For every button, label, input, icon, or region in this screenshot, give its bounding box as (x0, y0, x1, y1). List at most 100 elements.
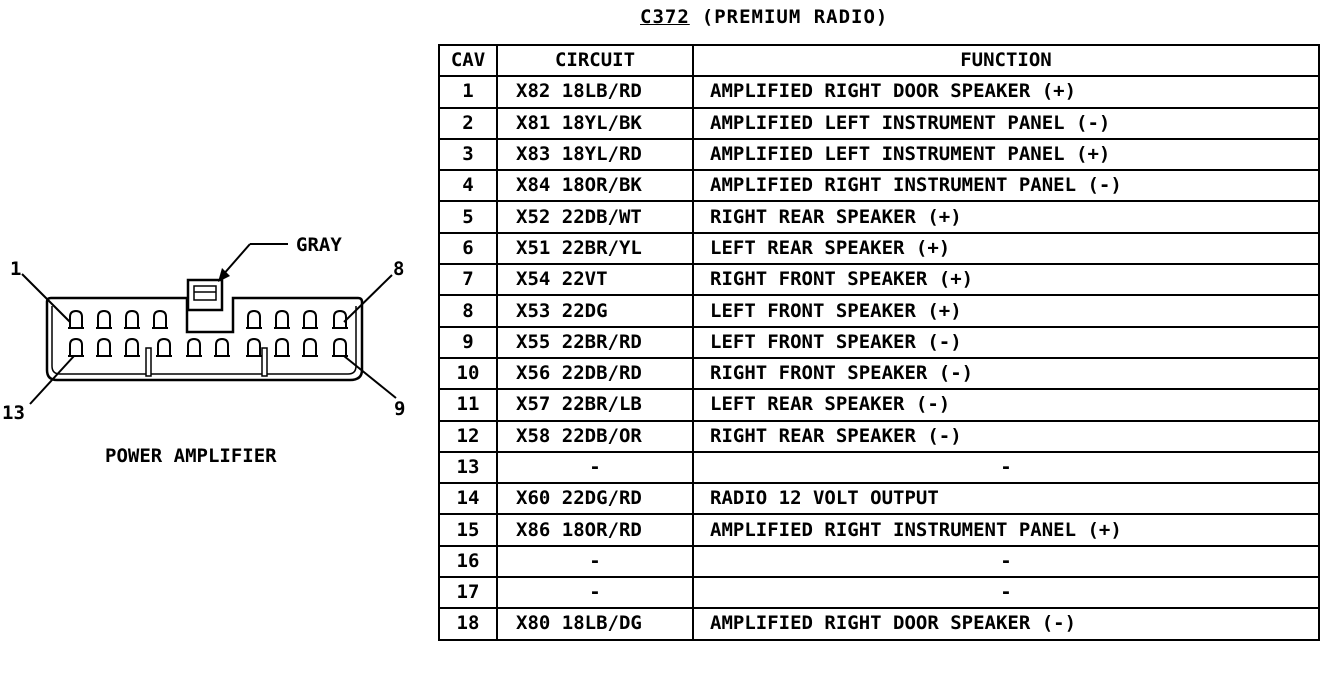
circuit-cell: X83 18YL/RD (496, 137, 694, 172)
cav-cell: 3 (438, 137, 498, 172)
key-post-right (261, 347, 268, 377)
gray-label: GRAY (296, 234, 342, 256)
cav-cell: 7 (438, 263, 498, 297)
cav-cell: 18 (438, 607, 498, 641)
pin-cavity (186, 337, 202, 357)
pin-cavity (274, 309, 290, 329)
pin-cavity (156, 337, 172, 357)
function-cell: AMPLIFIED RIGHT INSTRUMENT PANEL (-) (692, 169, 1320, 203)
function-cell: - (692, 544, 1320, 579)
pin-8-label: 8 (393, 258, 404, 280)
circuit-cell: X56 22DB/RD (496, 356, 694, 391)
circuit-cell: X58 22DB/OR (496, 419, 694, 453)
cav-cell: 10 (438, 356, 498, 391)
circuit-cell: X57 22BR/LB (496, 388, 694, 422)
circuit-cell: X84 18OR/BK (496, 169, 694, 203)
cav-cell: 16 (438, 544, 498, 579)
table-row: 17-- (438, 576, 1320, 610)
circuit-cell: - (496, 544, 694, 579)
pin-cavity (302, 337, 318, 357)
pin-cavities (68, 309, 348, 357)
circuit-cell: X51 22BR/YL (496, 231, 694, 266)
pin-cavity (96, 337, 112, 357)
gray-arrowhead (218, 268, 230, 282)
cav-cell: 13 (438, 450, 498, 485)
circuit-cell: X54 22VT (496, 263, 694, 297)
function-cell: RADIO 12 VOLT OUTPUT (692, 482, 1320, 516)
circuit-cell: X60 22DG/RD (496, 482, 694, 516)
component-label: POWER AMPLIFIER (105, 445, 277, 467)
connector-description: (PREMIUM RADIO) (701, 6, 889, 28)
cav-cell: 2 (438, 106, 498, 140)
cav-cell: 11 (438, 388, 498, 422)
table-header-row: CAV CIRCUIT FUNCTION (438, 43, 1320, 78)
pin-cavity (246, 337, 262, 357)
cav-cell: 17 (438, 576, 498, 610)
cav-header: CAV (438, 43, 498, 78)
cav-cell: 8 (438, 294, 498, 328)
key-post-left (145, 347, 152, 377)
circuit-cell: X52 22DB/WT (496, 200, 694, 234)
connector-code: C372 (640, 6, 690, 28)
circuit-cell: X82 18LB/RD (496, 75, 694, 109)
pin-cavity (332, 337, 348, 357)
cav-cell: 15 (438, 513, 498, 547)
function-cell: RIGHT REAR SPEAKER (+) (692, 200, 1320, 234)
cav-cell: 14 (438, 482, 498, 516)
pin-cavity (152, 309, 168, 329)
pin-cavity (302, 309, 318, 329)
pin-1-label: 1 (10, 258, 21, 280)
connector-diagram: GRAY 1 8 13 9 POWER AMPLIFIER (2, 234, 405, 467)
table-row: 16-- (438, 544, 1320, 579)
pin-cavity (124, 337, 140, 357)
function-cell: AMPLIFIED RIGHT INSTRUMENT PANEL (+) (692, 513, 1320, 547)
connector-body-inner (51, 306, 357, 375)
cav-cell: 9 (438, 325, 498, 359)
function-cell: AMPLIFIED LEFT INSTRUMENT PANEL (-) (692, 106, 1320, 140)
pin-cavity (274, 337, 290, 357)
function-cell: RIGHT FRONT SPEAKER (+) (692, 263, 1320, 297)
pin-cavity (96, 309, 112, 329)
circuit-cell: - (496, 450, 694, 485)
function-cell: AMPLIFIED RIGHT DOOR SPEAKER (-) (692, 607, 1320, 641)
function-cell: RIGHT FRONT SPEAKER (-) (692, 356, 1320, 391)
gray-lock-tab (186, 278, 224, 312)
connector-title: C372 (PREMIUM RADIO) (640, 6, 888, 28)
function-cell: - (692, 450, 1320, 485)
pin-cavity (214, 337, 230, 357)
function-cell: LEFT REAR SPEAKER (+) (692, 231, 1320, 266)
circuit-cell: X81 18YL/BK (496, 106, 694, 140)
circuit-cell: X53 22DG (496, 294, 694, 328)
function-cell: LEFT FRONT SPEAKER (-) (692, 325, 1320, 359)
cav-cell: 4 (438, 169, 498, 203)
function-cell: AMPLIFIED LEFT INSTRUMENT PANEL (+) (692, 137, 1320, 172)
pin-cavity (124, 309, 140, 329)
pin-13-label: 13 (2, 402, 25, 424)
cav-cell: 5 (438, 200, 498, 234)
circuit-header: CIRCUIT (496, 43, 694, 78)
function-cell: LEFT FRONT SPEAKER (+) (692, 294, 1320, 328)
circuit-cell: X80 18LB/DG (496, 607, 694, 641)
circuit-cell: X86 18OR/RD (496, 513, 694, 547)
function-cell: LEFT REAR SPEAKER (-) (692, 388, 1320, 422)
cav-cell: 1 (438, 75, 498, 109)
function-cell: RIGHT REAR SPEAKER (-) (692, 419, 1320, 453)
cav-cell: 6 (438, 231, 498, 266)
function-cell: - (692, 576, 1320, 610)
pin-cavity (68, 337, 84, 357)
circuit-cell: - (496, 576, 694, 610)
